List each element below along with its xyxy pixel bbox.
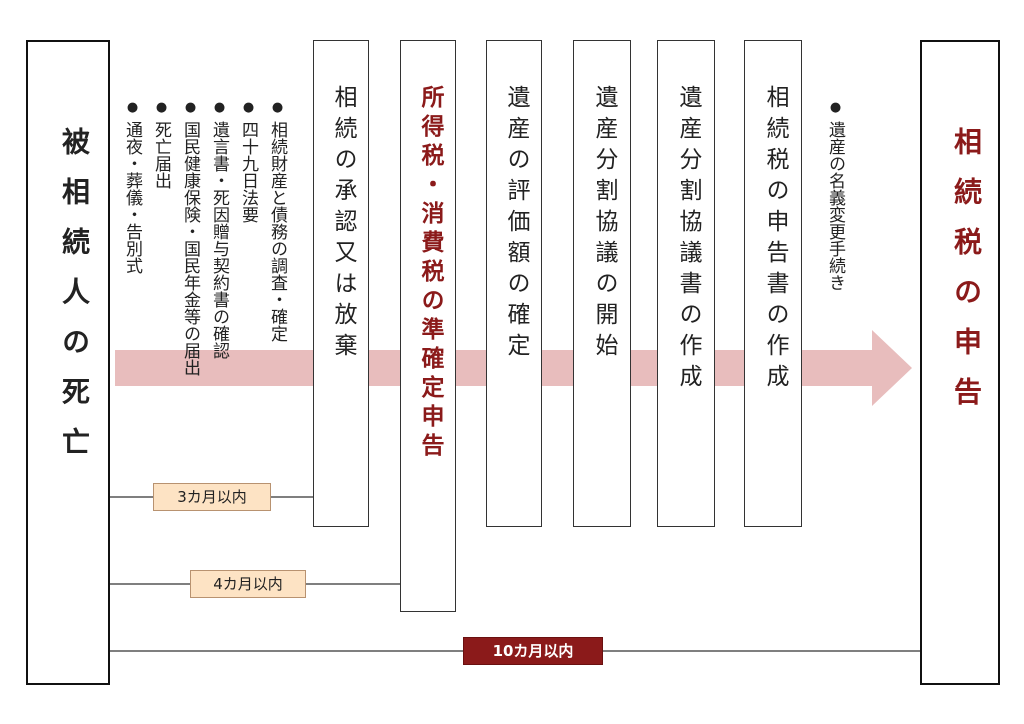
start-box: 被相続人の死亡 [26, 40, 110, 685]
bullet-icon: ● [154, 100, 169, 115]
step-label-valuation: 遺産の評価額の確定 [503, 85, 529, 364]
deadline-tag-4-months: 4カ月以内 [190, 570, 306, 598]
end-box: 相続税の申告 [920, 40, 1000, 685]
bullet-icon: ● [270, 100, 285, 115]
bullet-icon: ● [828, 100, 843, 115]
bullet-icon: ● [183, 100, 198, 115]
step-label-division-start: 遺産分割協議の開始 [591, 85, 617, 364]
early-task-3-text: 遺言書・死因贈与契約書の確認 [209, 121, 229, 359]
early-task-3: ● 遺言書・死因贈与契約書の確認 [209, 100, 229, 359]
step-box-renunciation: 相続の承認又は放棄 [313, 40, 369, 527]
early-task-4-text: 国民健康保険・国民年金等の届出 [180, 121, 200, 376]
step-label-tax-return-document: 相続税の申告書の作成 [762, 85, 788, 395]
early-task-4: ● 国民健康保険・国民年金等の届出 [180, 100, 200, 376]
step-box-valuation: 遺産の評価額の確定 [486, 40, 542, 527]
early-task-6-text: 通夜・葬儀・告別式 [122, 121, 142, 274]
step-box-division-start: 遺産分割協議の開始 [573, 40, 631, 527]
early-task-5: ● 死亡届出 [151, 100, 171, 189]
step-box-quasi-final-return: 所得税・消費税の準確定申告 [400, 40, 456, 612]
bullet-icon: ● [241, 100, 256, 115]
early-task-2-text: 四十九日法要 [238, 121, 258, 223]
step-label-division-document: 遺産分割協議書の作成 [675, 85, 701, 395]
early-task-2: ● 四十九日法要 [238, 100, 258, 223]
early-task-1: ● 相続財産と債務の調査・確定 [267, 100, 287, 342]
step-box-division-document: 遺産分割協議書の作成 [657, 40, 715, 527]
deadline-tag-10-months: 10カ月以内 [463, 637, 603, 665]
bullet-icon: ● [125, 100, 140, 115]
early-task-5-text: 死亡届出 [151, 121, 171, 189]
end-label: 相続税の申告 [950, 127, 983, 427]
deadline-tag-3-months: 3カ月以内 [153, 483, 271, 511]
step-label-quasi-final-return: 所得税・消費税の準確定申告 [417, 85, 443, 462]
late-task-text: 遺産の名義変更手続き [825, 121, 845, 291]
start-label: 被相続人の死亡 [58, 127, 91, 477]
bullet-icon: ● [212, 100, 227, 115]
late-task: ● 遺産の名義変更手続き [825, 100, 845, 291]
step-label-renunciation: 相続の承認又は放棄 [330, 85, 356, 364]
early-task-1-text: 相続財産と債務の調査・確定 [267, 121, 287, 342]
early-task-6: ● 通夜・葬儀・告別式 [122, 100, 142, 274]
step-box-tax-return-document: 相続税の申告書の作成 [744, 40, 802, 527]
